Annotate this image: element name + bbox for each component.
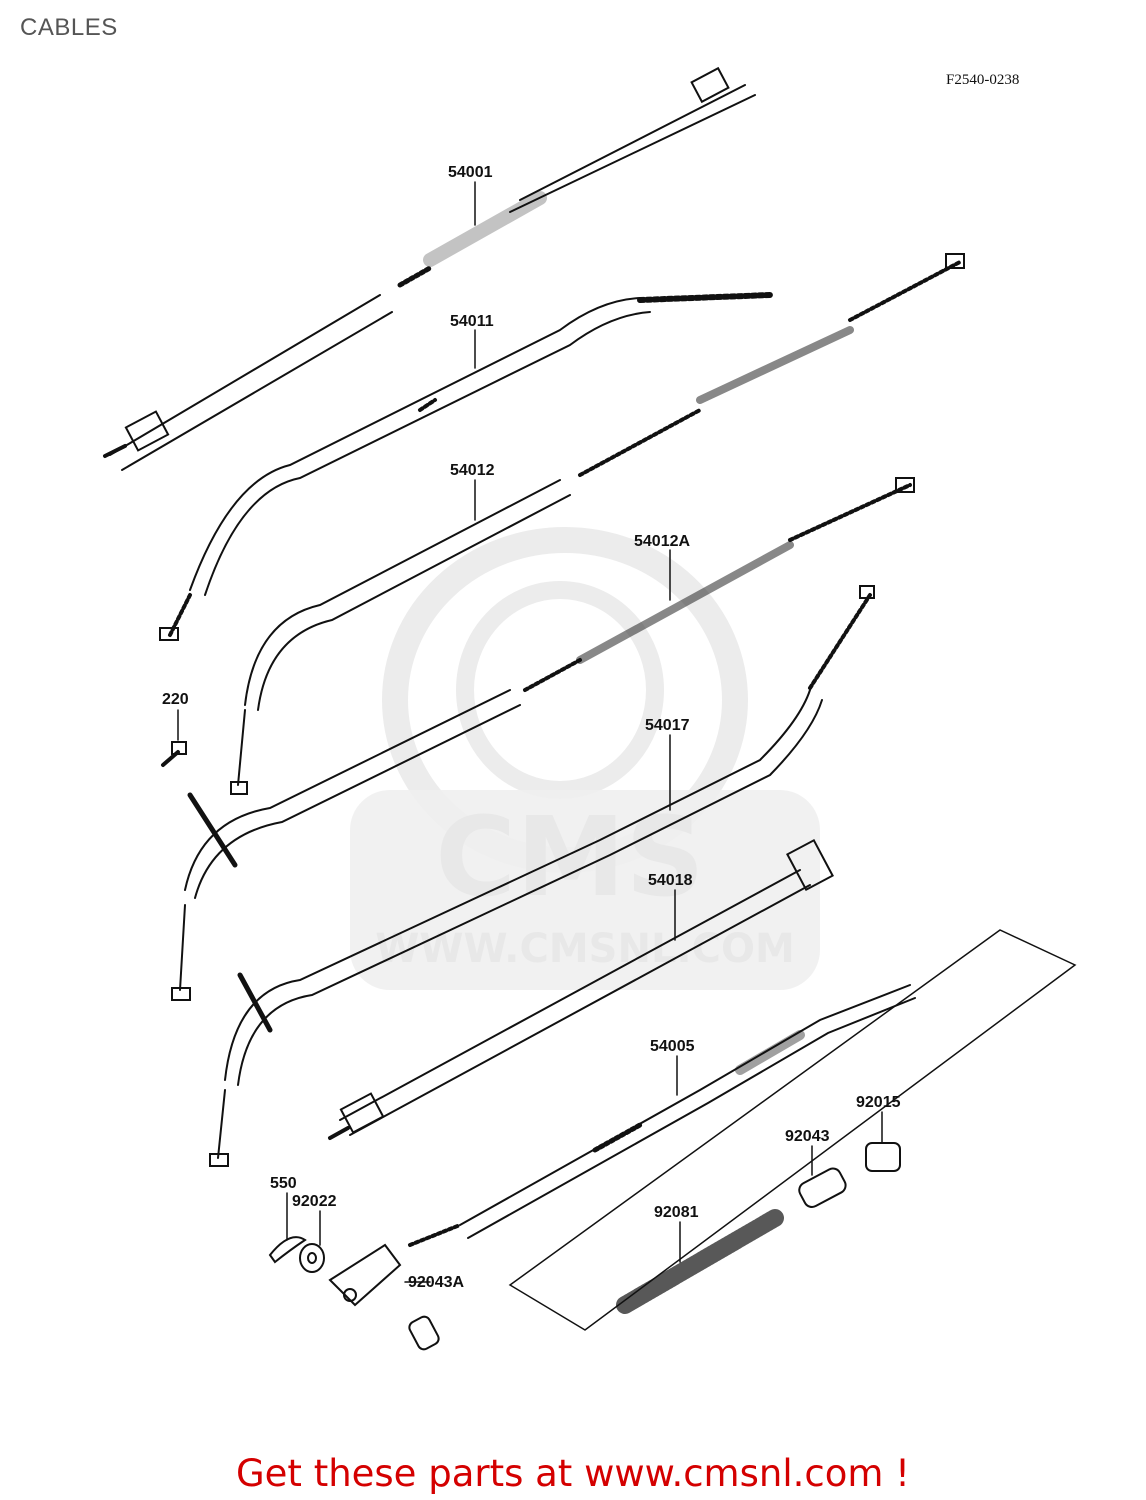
leader-lines xyxy=(177,181,883,1283)
cable-54017 xyxy=(209,585,875,1167)
cable-54005 xyxy=(408,984,916,1247)
part-bolt-220 xyxy=(161,741,187,767)
part-cotter-pin-550 xyxy=(268,1236,307,1264)
part-label-92043: 92043 xyxy=(785,1128,830,1145)
part-washer-92022 xyxy=(299,1243,325,1273)
part-label-54012A: 54012A xyxy=(634,533,690,550)
part-labels: 54001 54011 54012 54012A 220 54017 54018… xyxy=(162,164,901,1291)
cable-54018 xyxy=(328,838,834,1140)
cable-54012 xyxy=(230,253,965,795)
footer-cta[interactable]: Get these parts at www.cmsnl.com ! xyxy=(235,1452,910,1495)
part-label-92022: 92022 xyxy=(292,1193,337,1210)
watermark-brand: CMS xyxy=(435,793,704,921)
cable-54011 xyxy=(159,292,773,641)
part-nut-92015 xyxy=(865,1142,901,1172)
cms-watermark-logo: CMS WWW.CMSNL.COM xyxy=(350,527,820,990)
part-label-54018: 54018 xyxy=(648,872,693,889)
assembly-outline-box xyxy=(508,929,1077,1331)
page-title: CABLES xyxy=(20,14,118,41)
cable-54001 xyxy=(103,66,756,471)
part-label-92015: 92015 xyxy=(856,1094,901,1111)
part-label-92081: 92081 xyxy=(654,1204,699,1221)
part-label-220: 220 xyxy=(162,691,189,708)
part-label-54017: 54017 xyxy=(645,717,690,734)
part-label-54005: 54005 xyxy=(650,1038,695,1055)
diagram-code: F2540-0238 xyxy=(946,72,1020,88)
part-clevis-92043A xyxy=(328,1243,440,1351)
part-label-92043A: 92043A xyxy=(408,1274,464,1291)
part-pin-92043 xyxy=(798,1167,847,1208)
part-label-54001: 54001 xyxy=(448,164,493,181)
part-label-54011: 54011 xyxy=(450,313,494,330)
part-label-54012: 54012 xyxy=(450,462,495,479)
watermark-url: WWW.CMSNL.COM xyxy=(375,926,795,972)
part-label-550: 550 xyxy=(270,1175,297,1192)
cable-54012A xyxy=(171,477,915,1001)
part-spring-92081 xyxy=(616,1209,784,1314)
